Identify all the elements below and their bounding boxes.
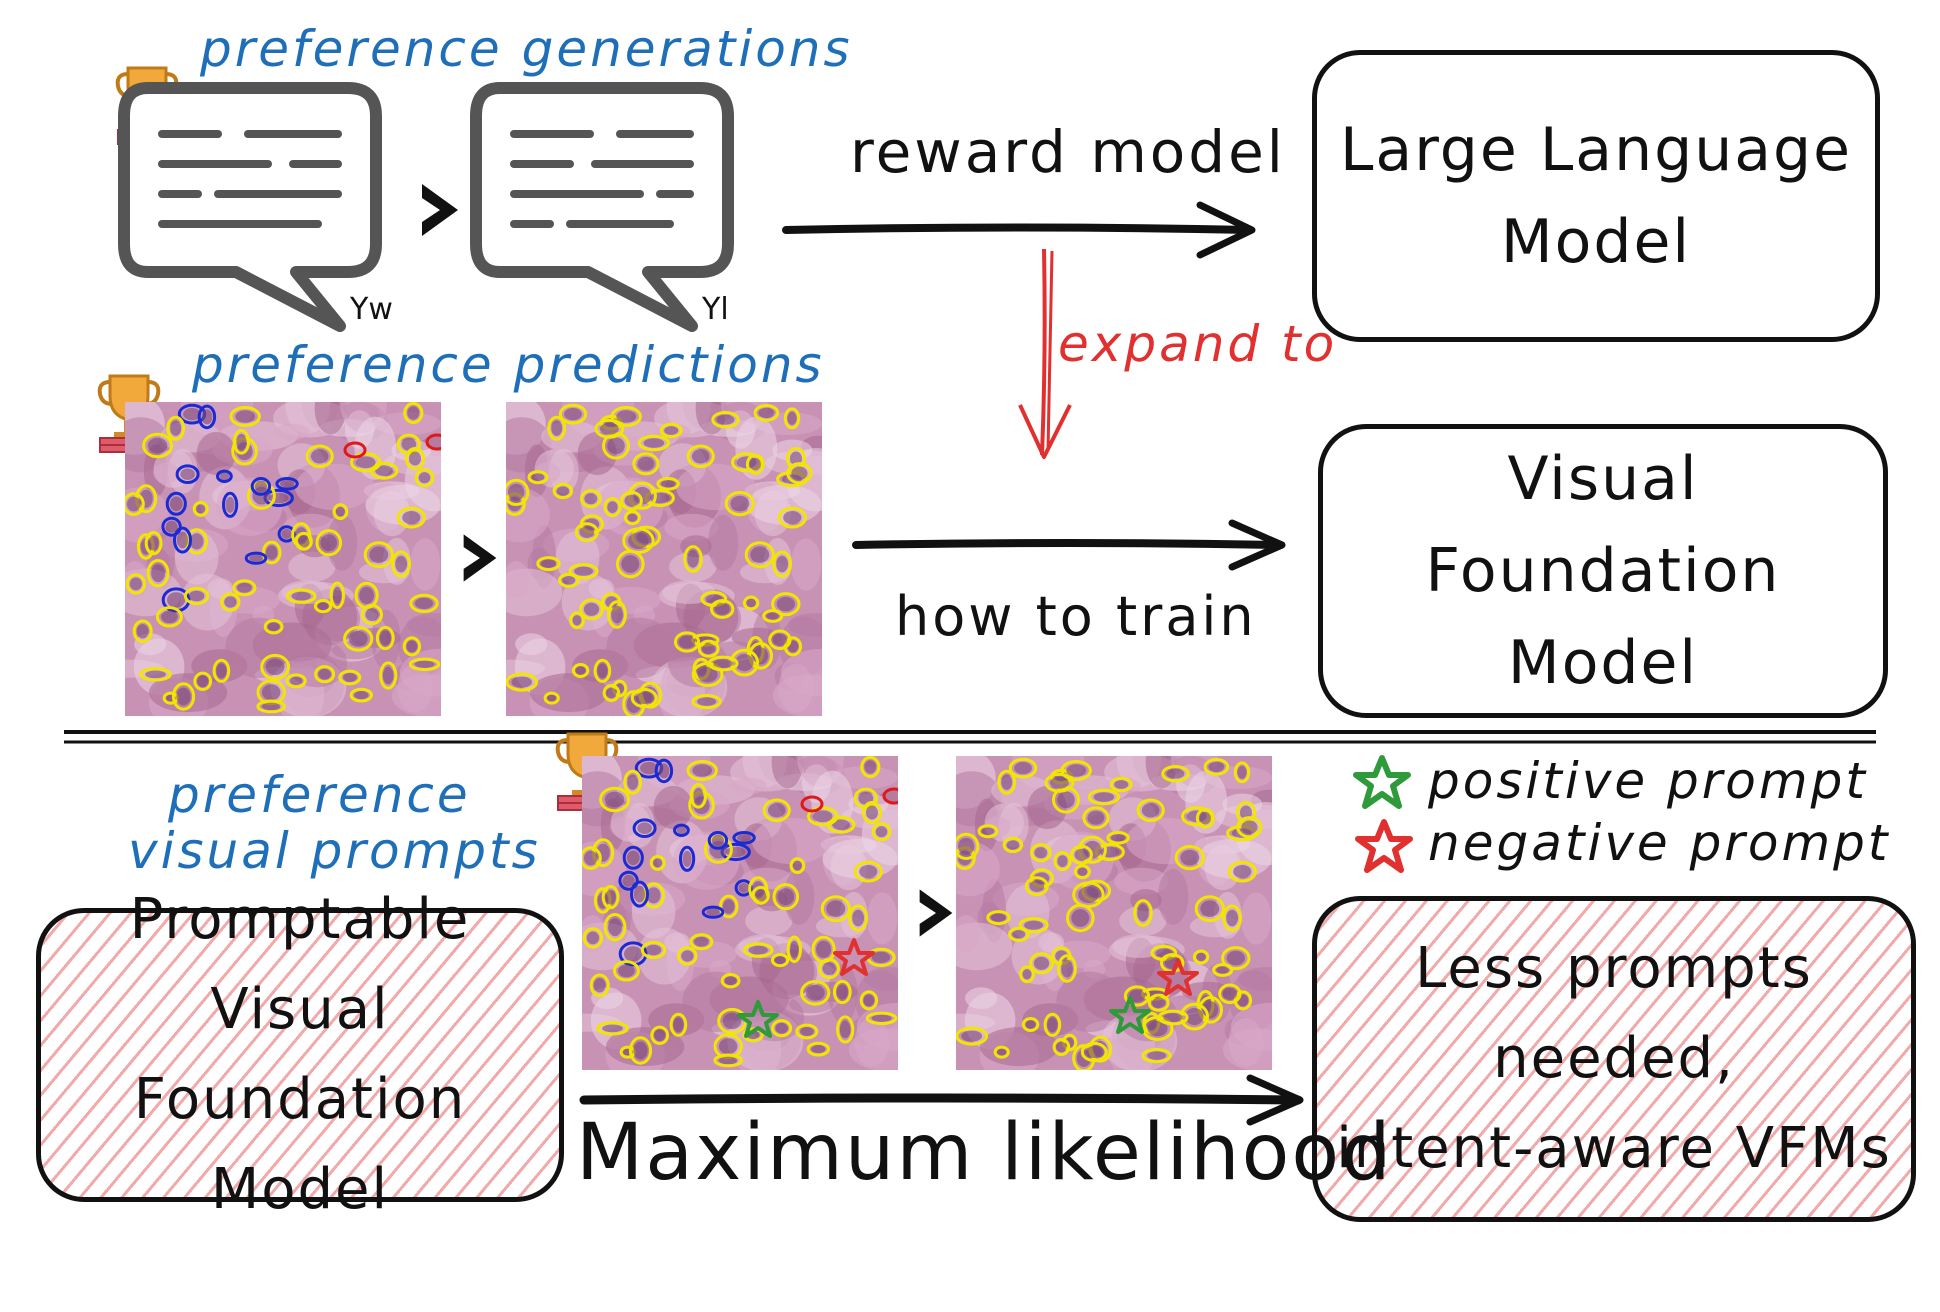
promptable-vfm-box: Promptable Visual Foundation Model	[36, 887, 564, 1222]
arrow-to-vfm	[852, 519, 1286, 571]
positive-star-icon	[737, 1000, 779, 1038]
expand-to-label: expand to	[1058, 315, 1338, 373]
preference-visual-prompts-label-2: visual prompts	[128, 822, 541, 880]
arrow-to-llm	[782, 201, 1256, 259]
greater-than-icon	[463, 534, 497, 582]
yl-label: Yl	[702, 292, 729, 327]
tissue-image-dispreferred	[506, 402, 822, 716]
greater-than-icon	[422, 184, 458, 236]
greater-than-icon	[919, 889, 953, 937]
positive-star-icon	[1353, 755, 1411, 809]
llm-line1: Large Language	[1340, 115, 1852, 185]
how-to-train-label: how to train	[895, 585, 1257, 648]
negative-star-icon	[1157, 958, 1199, 996]
pvfm-line2: Visual Foundation	[133, 977, 467, 1132]
tissue-image-prompt-dispreferred	[956, 756, 1272, 1070]
tissue-image-preferred	[125, 402, 441, 716]
expand-to-arrow	[1018, 248, 1072, 459]
llm-box: Large Language Model	[1312, 50, 1880, 342]
maximum-likelihood-label: Maximum likelihood	[576, 1108, 1393, 1198]
vfm-box: Visual Foundation Model	[1318, 424, 1888, 718]
preference-visual-prompts-label-1: preference	[168, 766, 471, 824]
tissue-image-prompt-preferred	[582, 756, 898, 1070]
preference-generations-label: preference generations	[200, 20, 853, 78]
negative-star-icon	[833, 938, 875, 976]
speech-bubble-icon	[470, 82, 734, 332]
arrow-to-result	[579, 1074, 1304, 1126]
speech-bubble-icon	[118, 82, 382, 332]
reward-model-label: reward model	[850, 118, 1286, 186]
vfm-line1: Visual Foundation	[1425, 444, 1781, 606]
llm-line2: Model	[1500, 207, 1692, 277]
result-line2: intent-aware VFMs	[1336, 1116, 1892, 1181]
yw-label: Yw	[350, 292, 393, 327]
pvfm-line1: Promptable	[129, 887, 471, 952]
vfm-line2: Model	[1507, 628, 1699, 698]
negative-prompt-label: negative prompt	[1428, 814, 1891, 872]
positive-prompt-label: positive prompt	[1428, 752, 1868, 810]
positive-star-icon	[1109, 996, 1151, 1034]
section-divider	[63, 728, 1877, 744]
preference-predictions-label: preference predictions	[192, 336, 825, 394]
pvfm-line3: Model	[210, 1157, 390, 1222]
result-line1: Less prompts needed,	[1415, 936, 1813, 1091]
result-box: Less prompts needed, intent-aware VFMs	[1312, 896, 1916, 1222]
negative-star-icon	[1355, 819, 1413, 873]
